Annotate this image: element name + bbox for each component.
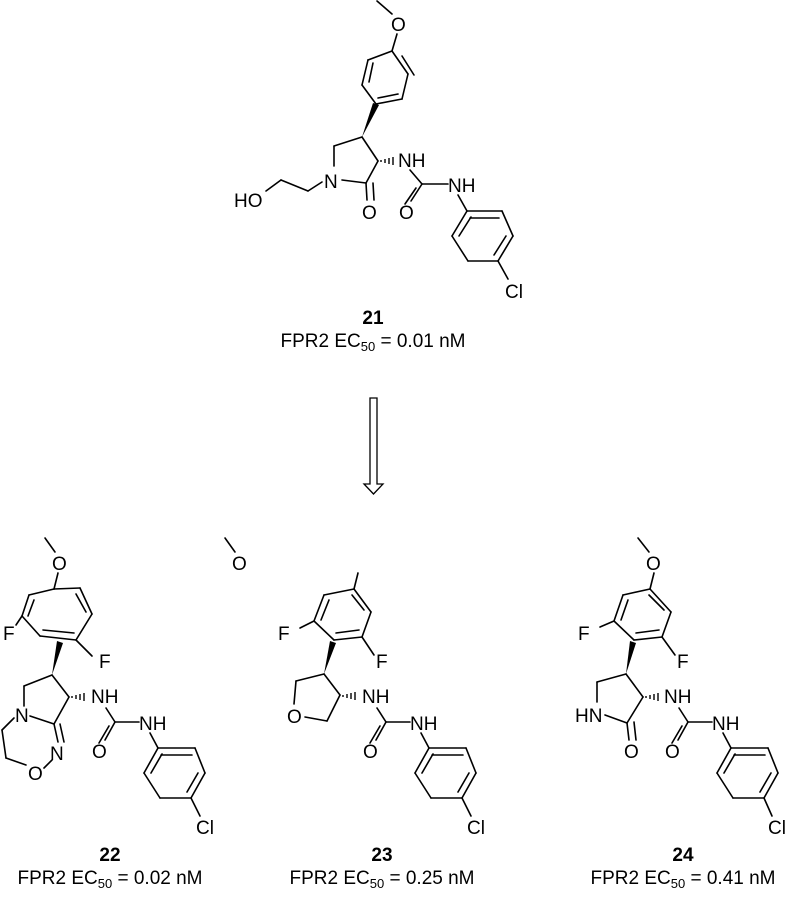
activity-value: FPR2 EC50 = 0.41 nM [590, 868, 776, 891]
atom-o-methoxy: O [232, 554, 247, 575]
compound-label-22: 22 FPR2 EC50 = 0.02 nM [0, 845, 230, 891]
atom-f-left: F [578, 624, 590, 645]
atom-hn-lactam: HN [575, 706, 602, 727]
compound-id: 22 [99, 845, 121, 866]
compound-id: 24 [672, 845, 694, 866]
atom-f-right: F [376, 652, 388, 673]
atom-o-thf: O [287, 707, 302, 728]
atom-cl: Cl [196, 818, 214, 839]
structure-22: O F F N O N [1, 537, 214, 839]
atom-f-right: F [677, 652, 689, 673]
atom-n-imine: N [50, 744, 64, 765]
atom-cl: Cl [467, 818, 485, 839]
atom-o-methoxy: O [52, 554, 67, 575]
atom-o-urea: O [665, 742, 680, 763]
atom-nh-urea-2: NH [410, 714, 437, 735]
atom-o-methoxy: O [391, 15, 406, 36]
atom-nh-urea-1: NH [664, 687, 691, 708]
atom-o-carbonyl: O [362, 203, 377, 224]
compound-label-23: 23 FPR2 EC50 = 0.25 nM [262, 845, 502, 891]
activity-value: FPR2 EC50 = 0.02 nM [17, 868, 203, 891]
structure-21: O N O HO NH [234, 0, 523, 303]
compound-id: 23 [371, 845, 393, 866]
atom-n-fused: N [15, 706, 29, 727]
atom-o-carbonyl: O [624, 742, 639, 763]
atom-ho: HO [234, 191, 263, 212]
compound-label-21: 21 FPR2 EC50 = 0.01 nM [253, 308, 493, 354]
atom-o-urea: O [399, 203, 414, 224]
atom-f-left: F [3, 624, 15, 645]
atom-nh-urea-2: NH [139, 714, 166, 735]
atom-cl: Cl [505, 282, 523, 303]
atom-o-ring: O [28, 764, 43, 785]
atom-cl: Cl [768, 818, 786, 839]
structure-23: O F F O NH O NH [224, 537, 485, 839]
atom-nh-urea-2: NH [448, 176, 475, 197]
atom-f-left: F [278, 624, 290, 645]
compound-id: 21 [362, 308, 384, 329]
atom-o-methoxy: O [646, 554, 661, 575]
atom-n-lactam: N [324, 172, 338, 193]
atom-f-right: F [99, 652, 111, 673]
atom-nh-urea-1: NH [398, 151, 425, 172]
down-arrow-icon [362, 397, 385, 495]
activity-value: FPR2 EC50 = 0.25 nM [289, 868, 475, 891]
atom-nh-urea-1: NH [91, 687, 118, 708]
compound-label-24: 24 FPR2 EC50 = 0.41 nM [563, 845, 787, 891]
activity-value: FPR2 EC50 = 0.01 nM [280, 331, 466, 354]
structure-24: O F F HN O NH [575, 537, 786, 839]
atom-o-urea: O [363, 742, 378, 763]
atom-nh-urea-1: NH [362, 687, 389, 708]
atom-o-urea: O [92, 742, 107, 763]
atom-nh-urea-2: NH [712, 714, 739, 735]
